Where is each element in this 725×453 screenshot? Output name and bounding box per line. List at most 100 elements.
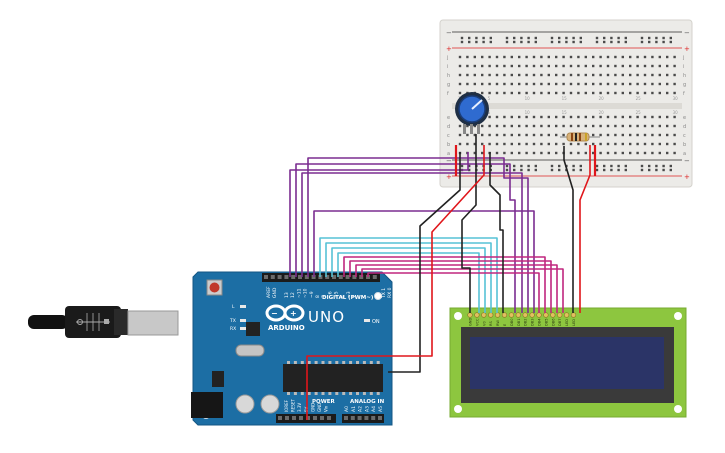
breadboard-hole[interactable] — [562, 82, 565, 86]
wire-purple-1[interactable] — [289, 152, 469, 277]
rail-hole[interactable] — [558, 36, 561, 40]
breadboard-hole[interactable] — [562, 115, 565, 119]
rail-hole[interactable] — [648, 164, 651, 168]
power-pin[interactable] — [320, 416, 324, 420]
breadboard-hole[interactable] — [577, 73, 580, 77]
breadboard-hole[interactable] — [532, 151, 536, 155]
rail-hole[interactable] — [595, 40, 599, 44]
lcd-pin[interactable] — [501, 312, 508, 318]
breadboard-hole[interactable] — [495, 151, 499, 155]
rail-hole[interactable] — [468, 40, 471, 44]
rail-hole[interactable] — [505, 40, 509, 44]
analog-pin[interactable] — [364, 416, 369, 420]
breadboard-hole[interactable] — [503, 73, 506, 77]
rail-hole[interactable] — [595, 36, 599, 40]
breadboard-hole[interactable] — [614, 55, 617, 59]
breadboard-hole[interactable] — [481, 64, 484, 68]
breadboard-hole[interactable] — [651, 64, 654, 68]
breadboard-hole[interactable] — [673, 115, 676, 119]
breadboard-hole[interactable] — [473, 142, 476, 146]
breadboard-hole[interactable] — [584, 142, 587, 146]
rail-hole[interactable] — [489, 40, 492, 44]
breadboard-hole[interactable] — [658, 73, 661, 77]
rail-hole[interactable] — [617, 36, 620, 40]
lcd-pin[interactable] — [481, 312, 487, 318]
breadboard-hole[interactable] — [525, 55, 528, 59]
breadboard-hole[interactable] — [488, 73, 491, 77]
breadboard-hole[interactable] — [643, 64, 647, 68]
usb-b-jack[interactable] — [127, 310, 179, 336]
wire-magenta-3[interactable] — [355, 264, 558, 313]
breadboard-hole[interactable] — [481, 151, 484, 155]
breadboard-hole[interactable] — [614, 91, 617, 95]
breadboard-hole[interactable] — [466, 64, 469, 68]
rail-hole[interactable] — [655, 168, 658, 172]
breadboard-hole[interactable] — [569, 151, 573, 155]
breadboard-hole[interactable] — [569, 91, 573, 95]
breadboard-hole[interactable] — [577, 91, 580, 95]
digital-pin[interactable] — [298, 275, 302, 279]
lcd-pin-header[interactable] — [467, 312, 577, 318]
breadboard-hole[interactable] — [458, 55, 462, 59]
breadboard-hole[interactable] — [666, 64, 669, 68]
breadboard-hole[interactable] — [651, 151, 654, 155]
wires[interactable] — [289, 134, 597, 420]
breadboard-hole[interactable] — [584, 151, 587, 155]
rail-hole[interactable] — [579, 36, 582, 40]
breadboard-hole[interactable] — [503, 124, 506, 128]
breadboard-hole[interactable] — [606, 124, 610, 128]
rail-hole[interactable] — [558, 164, 561, 168]
breadboard-hole[interactable] — [629, 151, 632, 155]
digital-pin[interactable] — [338, 275, 343, 279]
breadboard-hole[interactable] — [673, 82, 676, 86]
rail-hole[interactable] — [603, 168, 606, 172]
breadboard-hole[interactable] — [495, 133, 499, 137]
breadboard-hole[interactable] — [584, 55, 587, 59]
rail-hole[interactable] — [648, 40, 651, 44]
breadboard-hole[interactable] — [584, 91, 587, 95]
breadboard-hole[interactable] — [503, 64, 506, 68]
breadboard-hole[interactable] — [525, 82, 528, 86]
rail-hole[interactable] — [468, 168, 471, 172]
breadboard-hole[interactable] — [473, 64, 476, 68]
breadboard-hole[interactable] — [562, 124, 565, 128]
rail-hole[interactable] — [595, 168, 599, 172]
breadboard-hole[interactable] — [458, 124, 462, 128]
breadboard-hole[interactable] — [673, 124, 676, 128]
breadboard-hole[interactable] — [510, 151, 513, 155]
breadboard-hole[interactable] — [518, 73, 521, 77]
rail-hole[interactable] — [505, 168, 509, 172]
breadboard-hole[interactable] — [577, 55, 580, 59]
breadboard-hole[interactable] — [569, 73, 573, 77]
breadboard-hole[interactable] — [473, 151, 476, 155]
breadboard-hole[interactable] — [577, 151, 580, 155]
potentiometer[interactable] — [455, 92, 489, 134]
rail-hole[interactable] — [610, 36, 613, 40]
breadboard-hole[interactable] — [518, 82, 521, 86]
power-pin[interactable] — [327, 416, 331, 420]
breadboard-hole[interactable] — [636, 55, 639, 59]
breadboard-hole[interactable] — [518, 64, 521, 68]
breadboard-hole[interactable] — [606, 115, 610, 119]
breadboard-hole[interactable] — [599, 133, 602, 137]
reset-button-cap[interactable] — [209, 282, 220, 293]
breadboard-hole[interactable] — [555, 115, 558, 119]
rail-hole[interactable] — [669, 168, 672, 172]
resistor[interactable] — [560, 132, 600, 142]
breadboard-hole[interactable] — [466, 55, 469, 59]
rail-hole[interactable] — [579, 168, 582, 172]
wire-black-1[interactable] — [388, 152, 461, 373]
breadboard-hole[interactable] — [569, 55, 573, 59]
analog-pin[interactable] — [344, 416, 348, 420]
wire-magenta-5[interactable] — [367, 272, 540, 313]
breadboard-hole[interactable] — [540, 64, 543, 68]
breadboard-hole[interactable] — [614, 82, 617, 86]
power-pin[interactable] — [306, 416, 310, 420]
rail-hole[interactable] — [640, 36, 644, 40]
breadboard-hole[interactable] — [636, 64, 639, 68]
digital-pin[interactable] — [291, 275, 296, 279]
breadboard-hole[interactable] — [481, 124, 484, 128]
rail-hole[interactable] — [610, 164, 613, 168]
rail-hole[interactable] — [468, 36, 471, 40]
